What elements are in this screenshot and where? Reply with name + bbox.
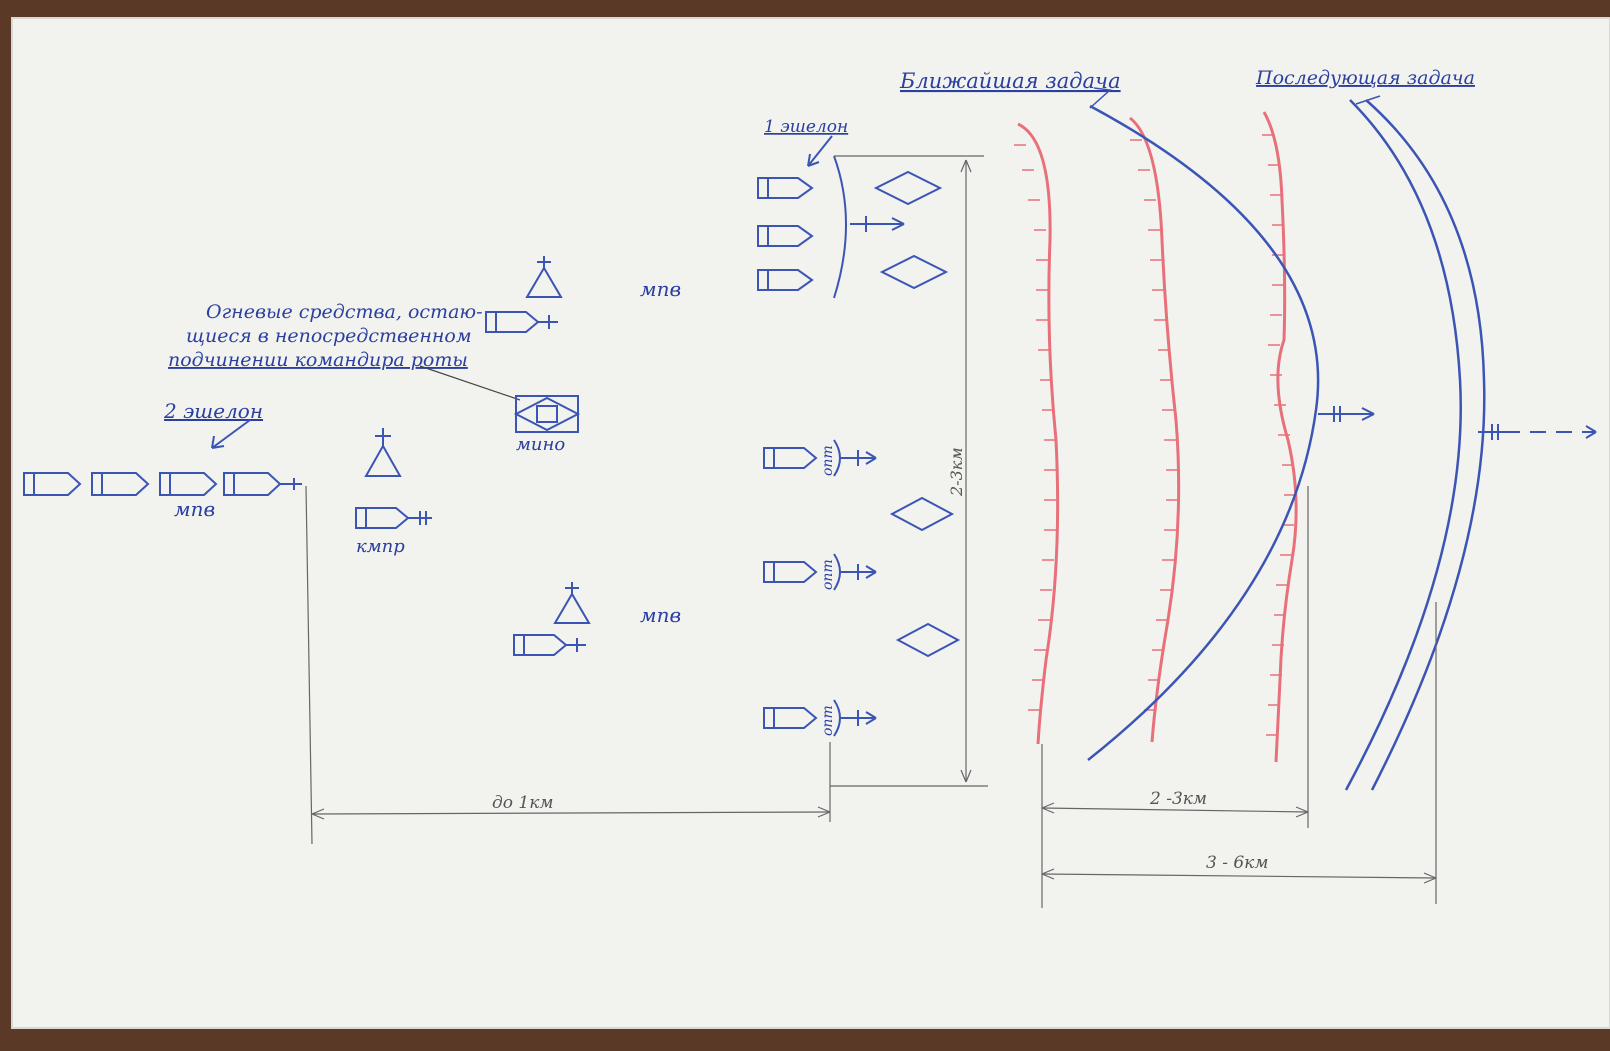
platoon-direction-arrow bbox=[850, 216, 905, 232]
vehicle-icon bbox=[757, 225, 814, 247]
platoon-strongpoint-marker bbox=[879, 254, 949, 290]
mino-label: мино bbox=[516, 434, 565, 455]
note-group: Огневые средства, остаю- щиеся в непосре… bbox=[168, 301, 581, 455]
subsequent-task-line-1 bbox=[1344, 99, 1462, 791]
first-echelon-group: 1 эшелон bbox=[757, 117, 949, 299]
strongpoint-marker bbox=[895, 622, 961, 658]
vehicle-icon bbox=[23, 472, 82, 496]
observation-post-icon bbox=[525, 256, 563, 298]
paper-edge bbox=[11, 17, 1610, 1029]
commander-group: кмпр bbox=[355, 428, 432, 557]
vehicle-command-icon bbox=[355, 507, 432, 529]
enemy-line-1 bbox=[1014, 122, 1060, 745]
front-depth-dimension: 2-3км bbox=[830, 155, 988, 787]
immediate-task-label: Ближайшая задача bbox=[899, 69, 1121, 93]
enemy-line-2 bbox=[1129, 116, 1181, 743]
vehicle-command-icon bbox=[485, 311, 558, 333]
vehicle-icon bbox=[91, 472, 150, 496]
opt-label: опт bbox=[820, 445, 836, 476]
opt-unit: опт bbox=[763, 553, 961, 658]
vehicle-icon bbox=[159, 472, 218, 496]
immediate-depth-value: 2 -3км bbox=[1149, 789, 1207, 809]
mino-icon bbox=[513, 395, 581, 433]
subsequent-task-line-2 bbox=[1365, 99, 1486, 791]
mpv-bottom-label: мпв bbox=[640, 603, 681, 627]
observation-post-icon bbox=[364, 428, 402, 477]
echelon-distance-dimension: до 1км bbox=[305, 485, 831, 845]
front-depth-value: 2-3км bbox=[947, 447, 966, 497]
opt-unit: опт bbox=[763, 699, 877, 737]
second-echelon-arrow bbox=[211, 419, 251, 449]
subsequent-task-label: Последующая задача bbox=[1255, 67, 1475, 89]
vehicle-icon bbox=[757, 269, 814, 291]
platoon-front-arc bbox=[833, 155, 847, 299]
opt-label: опт bbox=[820, 559, 836, 590]
paper-sheet bbox=[12, 18, 1610, 1028]
subsequent-task-arrow bbox=[1478, 424, 1597, 440]
enemy-line-3 bbox=[1262, 111, 1298, 763]
kmpr-label: кмпр bbox=[356, 536, 405, 557]
vehicle-icon bbox=[757, 177, 814, 199]
immediate-task-arrow bbox=[1318, 406, 1375, 422]
note-leader-line bbox=[419, 365, 521, 401]
opt-unit: опт bbox=[763, 439, 955, 532]
immediate-depth-dimension: 2 -3км bbox=[1041, 486, 1309, 908]
mpv-top-group: мпв bbox=[485, 256, 681, 333]
subsequent-depth-dimension: 3 - 6км bbox=[1041, 602, 1437, 904]
first-echelon-label: 1 эшелон bbox=[764, 117, 848, 137]
second-echelon-label: 2 эшелон bbox=[163, 399, 263, 423]
note-line-3: подчинении командира роты bbox=[168, 349, 468, 371]
strongpoint-marker bbox=[889, 496, 955, 532]
immediate-task-line bbox=[1087, 104, 1320, 761]
mpv-left-label: мпв bbox=[174, 497, 215, 521]
note-line-2: щиеся в непосредственном bbox=[186, 325, 472, 347]
note-line-1: Огневые средства, остаю- bbox=[206, 301, 483, 323]
echelon-distance-value: до 1км bbox=[492, 793, 553, 813]
subsequent-depth-value: 3 - 6км bbox=[1206, 853, 1268, 873]
vehicle-command-icon bbox=[223, 472, 302, 496]
opt-label: опт bbox=[820, 705, 836, 736]
observation-post-icon bbox=[553, 582, 591, 624]
platoon-strongpoint-marker bbox=[873, 170, 943, 206]
second-echelon-group: мпв 2 эшелон bbox=[23, 399, 302, 521]
vehicle-command-icon bbox=[513, 634, 586, 656]
mpv-top-label: мпв bbox=[640, 277, 681, 301]
mpv-bottom-group: мпв bbox=[513, 582, 681, 656]
immediate-task-leader bbox=[1089, 87, 1112, 109]
subsequent-task-leader bbox=[1355, 95, 1381, 105]
first-echelon-arrow bbox=[807, 135, 833, 167]
